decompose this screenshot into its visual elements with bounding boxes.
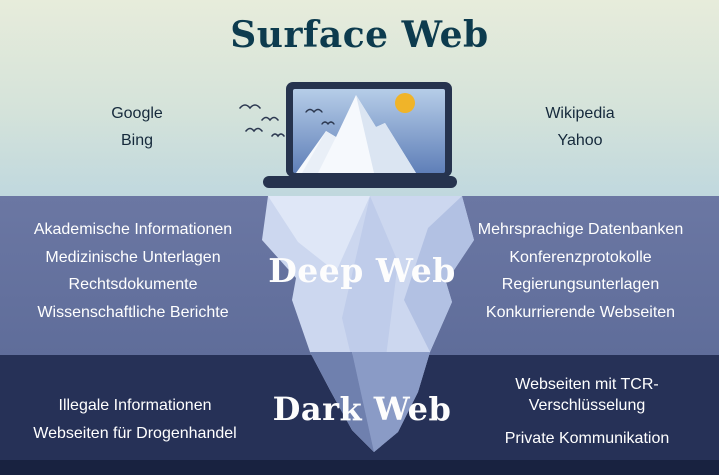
bird-icon [261, 116, 279, 122]
bird-icon [245, 127, 263, 133]
dark-web-title: Dark Web [272, 390, 452, 428]
deep-web-label: Konferenzprotokolle [509, 248, 652, 266]
deep-web-left-labels: Akademische Informationen Medizinische U… [18, 216, 248, 326]
dark-web-label: Private Kommunikation [504, 430, 670, 447]
surface-right-labels: Wikipedia Yahoo [500, 100, 660, 154]
deep-web-label: Regierungsunterlagen [501, 276, 660, 293]
bird-icon [239, 104, 261, 110]
deep-web-right-labels: Mehrsprachige Datenbanken Konferenzproto… [464, 216, 697, 326]
deep-web-label: Rechtsdokumente [68, 276, 198, 293]
dark-web-right-labels: Webseiten mit TCR-Verschlüsselung Privat… [482, 374, 692, 449]
deep-web-label: Mehrsprachige Datenbanken [477, 221, 684, 238]
surface-label: Bing [120, 132, 154, 149]
surface-label: Wikipedia [545, 105, 615, 122]
surface-label: Yahoo [557, 132, 603, 149]
surface-label: Google [111, 105, 163, 122]
sun-icon [395, 93, 415, 113]
dark-web-label: Illegale Informationen [58, 397, 212, 414]
screen-bird-icons [305, 108, 335, 126]
deep-web-label: Akademische Informationen [33, 221, 233, 238]
flying-bird-icons [239, 104, 285, 138]
bird-icon [271, 133, 285, 138]
deep-web-label: Konkurrierende Webseiten [485, 303, 676, 321]
footer-band [0, 460, 719, 475]
dark-web-label: Webseiten für Drogenhandel [33, 425, 237, 442]
bird-icon [321, 121, 335, 126]
surface-left-labels: Google Bing [57, 100, 217, 154]
iceberg-tip-icon [296, 95, 416, 173]
bird-icon [305, 108, 323, 114]
dark-web-left-labels: Illegale Informationen Webseiten für Dro… [20, 392, 250, 448]
dark-web-label: Webseiten mit TCR-Verschlüsselung [515, 376, 659, 414]
surface-web-title: Surface Web [230, 14, 489, 56]
laptop-icon [263, 82, 457, 188]
deep-web-label: Wissenschaftliche Berichte [37, 303, 229, 321]
deep-web-label: Medizinische Unterlagen [45, 248, 221, 266]
deep-web-title: Deep Web [268, 251, 456, 290]
